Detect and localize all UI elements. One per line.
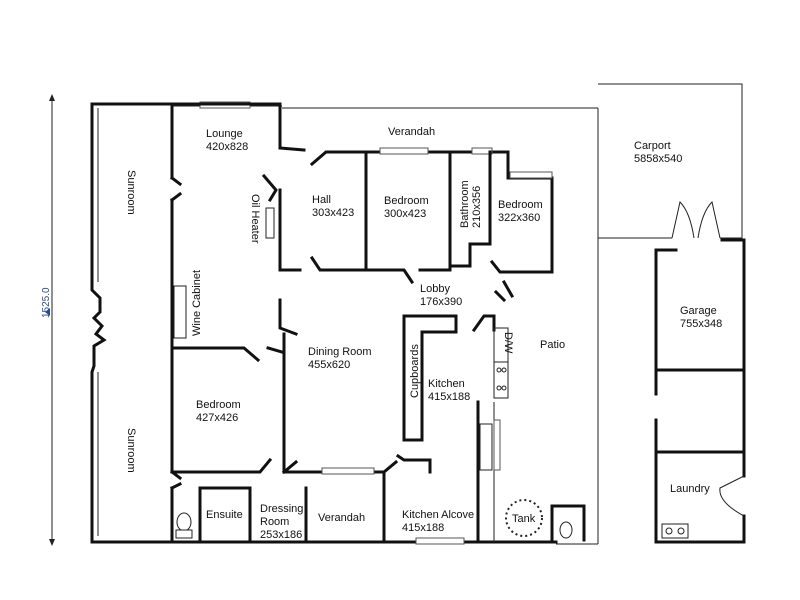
sunroom-bottom-label: Sunroom (125, 428, 137, 473)
bathroom-label: Bathroom (459, 180, 471, 228)
room-labels: Lounge 420x828 Verandah Carport 5858x540… (125, 126, 722, 541)
bathroom-window (471, 147, 493, 155)
kitchen-label: Kitchen (428, 378, 465, 390)
carport-outline (598, 83, 743, 239)
bedroom1-size: 300x423 (384, 208, 426, 220)
bedroom1-label: Bedroom (384, 195, 429, 207)
garage-label: Garage (680, 305, 717, 317)
kitchen-alcove-size: 415x188 (402, 522, 444, 534)
carport-label: Carport (634, 140, 671, 152)
lounge-label: Lounge (206, 128, 243, 140)
hall-label: Hall (312, 194, 331, 206)
kitchen-size: 415x188 (428, 391, 470, 403)
tank-circle (505, 499, 543, 537)
kitchen-window (493, 419, 501, 471)
wine-cabinet (173, 285, 187, 339)
stove (493, 361, 509, 399)
overall-dimension-label: 1525.0 (41, 287, 52, 318)
house-outline (90, 102, 599, 545)
sunroom-top-label: Sunroom (125, 170, 137, 215)
ensuite-toilet (175, 512, 193, 539)
lounge-size: 420x828 (206, 141, 248, 153)
bedroom-window (379, 147, 429, 155)
outdoor-toilet (550, 504, 586, 542)
dressing-label: Dressing (260, 503, 303, 515)
garage-size: 755x348 (680, 318, 722, 330)
verandah-bottom-label: Verandah (318, 512, 365, 524)
kitchen-alcove-label: Kitchen Alcove (402, 509, 474, 521)
bathroom-size: 210x356 (471, 186, 483, 228)
bedroom2-size: 322x360 (498, 212, 540, 224)
dining-size: 455x620 (308, 359, 350, 371)
bedroom3-size: 427x426 (196, 412, 238, 424)
bedroom3-label: Bedroom (196, 399, 241, 411)
patio-label: Patio (540, 339, 565, 351)
overall-dimension-line: 1525.0 (41, 94, 55, 546)
dressing-size: 253x186 (260, 529, 302, 541)
laundry-label: Laundry (670, 483, 710, 495)
dw-label: D/W (502, 332, 514, 354)
lounge-hall-walls (170, 102, 306, 336)
cupboards-label: Cupboards (409, 344, 421, 398)
bedrooms-block (309, 147, 554, 285)
garage-laundry-walls (654, 238, 746, 544)
alcove-window (415, 537, 465, 545)
kitchen-sink (479, 423, 493, 471)
sunroom-outer-wall (90, 102, 107, 544)
verandah-top-label: Verandah (388, 126, 435, 138)
wine-cabinet-label: Wine Cabinet (191, 270, 203, 336)
lobby-label: Lobby (420, 283, 450, 295)
laundry-tub (661, 523, 689, 539)
ensuite-label: Ensuite (206, 509, 243, 521)
sunroom-partition-wall (169, 102, 183, 544)
middle-walls (170, 279, 515, 544)
lobby-size: 176x390 (420, 296, 462, 308)
dining-label: Dining Room (308, 346, 372, 358)
oil-heater-label: Oil Heater (249, 194, 261, 244)
bedroom2-window (509, 171, 553, 179)
dining-window (321, 467, 375, 475)
hall-size: 303x423 (312, 207, 354, 219)
carport-size: 5858x540 (634, 153, 682, 165)
kitchen-walls (395, 314, 509, 545)
oil-heater-unit (265, 207, 275, 239)
dressing-label-line2: Room (260, 516, 289, 528)
bedroom2-label: Bedroom (498, 199, 543, 211)
tank-label: Tank (512, 513, 536, 525)
